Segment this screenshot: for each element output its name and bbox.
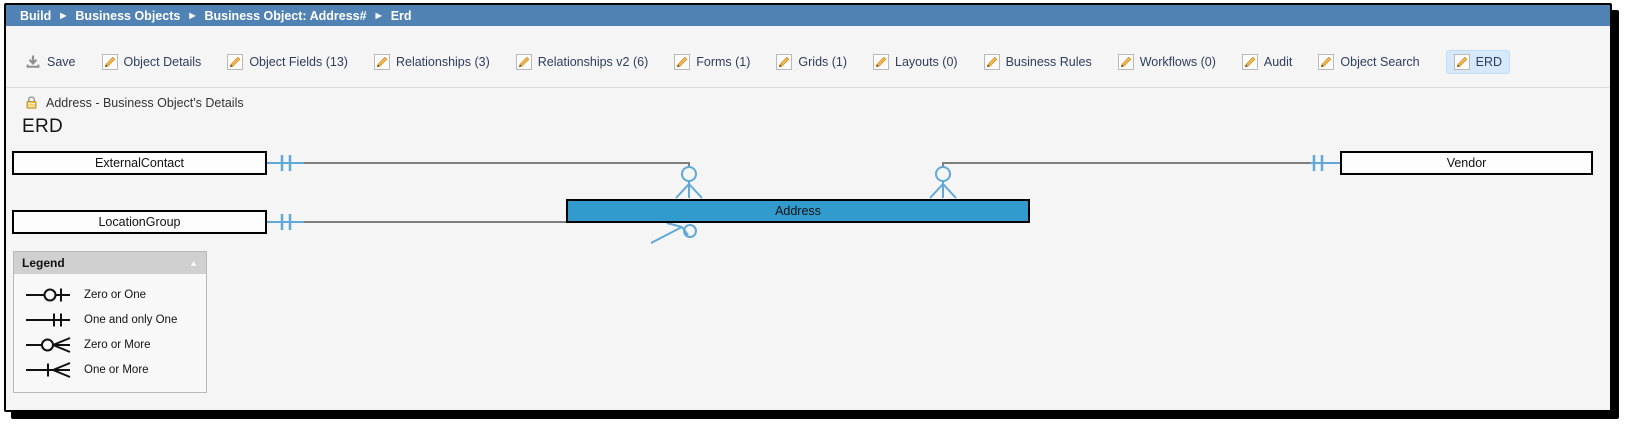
breadcrumb-item-erd[interactable]: Erd [390, 8, 412, 23]
audit-button[interactable]: Audit [1241, 54, 1293, 70]
toolbar-button-label: Object Search [1340, 55, 1420, 69]
breadcrumb-separator-icon: ▶ [189, 10, 196, 20]
toolbar-button-label: Workflows (0) [1139, 55, 1216, 69]
legend-item-zero-or-more: Zero or More [26, 332, 206, 357]
toolbar-divider [6, 87, 1610, 88]
one-or-more-symbol [26, 361, 71, 378]
object-fields-button[interactable]: Object Fields (13) [227, 54, 348, 70]
erd-button[interactable]: ERD [1445, 50, 1511, 74]
legend-label: One and only One [84, 313, 178, 326]
zero-or-one-symbol [26, 288, 70, 301]
zero-or-more-symbol [26, 336, 71, 353]
pencil-icon [983, 54, 1000, 70]
workflows-button[interactable]: Workflows (0) [1117, 54, 1216, 70]
forms-button[interactable]: Forms (1) [674, 54, 750, 70]
layouts-button[interactable]: Layouts (0) [873, 54, 958, 70]
toolbar-button-label: Business Rules [1005, 55, 1092, 69]
entity-externalcontact[interactable]: ExternalContact [12, 151, 267, 175]
grids-button[interactable]: Grids (1) [776, 54, 847, 70]
lock-icon [24, 95, 39, 110]
toolbar-button-label: Audit [1263, 55, 1293, 69]
entity-address[interactable]: Address [566, 199, 1030, 223]
subtitle-row: Address - Business Object's Details [24, 95, 1610, 110]
erd-diagram: ExternalContact Vendor LocationGroup Add… [6, 5, 1610, 410]
toolbar-button-label: Object Details [123, 55, 202, 69]
page-subtitle: Address - Business Object's Details [46, 95, 244, 110]
breadcrumb-item-business-objects[interactable]: Business Objects [75, 8, 181, 23]
business-rules-button[interactable]: Business Rules [983, 54, 1092, 70]
save-button[interactable]: Save [25, 54, 76, 70]
legend-body: Zero or One One and only One [14, 274, 206, 392]
toolbar: Save Object Details Object Fields (13) R… [6, 49, 1610, 75]
toolbar-button-label: Relationships (3) [395, 55, 490, 69]
page-title: ERD [22, 116, 64, 137]
entity-label: ExternalContact [95, 156, 184, 170]
entity-locationgroup[interactable]: LocationGroup [12, 210, 267, 234]
legend-label: One or More [84, 363, 149, 376]
pencil-icon [1318, 54, 1335, 70]
pencil-icon [373, 54, 390, 70]
breadcrumb: Build ▶ Business Objects ▶ Business Obje… [6, 5, 1610, 26]
pencil-icon [674, 54, 691, 70]
pencil-icon [873, 54, 890, 70]
toolbar-button-label: ERD [1475, 55, 1503, 69]
pencil-icon [1453, 54, 1470, 70]
pencil-icon [515, 54, 532, 70]
one-and-only-one-symbol [26, 313, 70, 326]
legend-panel: Legend ▲ Zero or One [13, 251, 207, 393]
object-search-button[interactable]: Object Search [1318, 54, 1420, 70]
toolbar-button-label: Layouts (0) [895, 55, 958, 69]
breadcrumb-item-build[interactable]: Build [20, 8, 52, 23]
legend-title: Legend [22, 256, 65, 270]
toolbar-button-label: Save [47, 55, 76, 69]
breadcrumb-separator-icon: ▶ [375, 10, 382, 20]
pencil-icon [776, 54, 793, 70]
pencil-icon [101, 54, 118, 70]
legend-label: Zero or More [84, 338, 151, 351]
toolbar-button-label: Grids (1) [798, 55, 848, 69]
pencil-icon [1241, 54, 1258, 70]
legend-label: Zero or One [84, 288, 146, 301]
object-details-button[interactable]: Object Details [101, 54, 202, 70]
toolbar-button-label: Object Fields (13) [249, 55, 348, 69]
legend-item-one-and-only-one: One and only One [26, 307, 206, 332]
breadcrumb-item-business-object-address[interactable]: Business Object: Address# [204, 8, 367, 23]
entity-vendor[interactable]: Vendor [1340, 151, 1593, 175]
breadcrumb-separator-icon: ▶ [60, 10, 67, 20]
pencil-icon [1117, 54, 1134, 70]
relationships-v2-button[interactable]: Relationships v2 (6) [515, 54, 649, 70]
entity-label: LocationGroup [98, 215, 181, 229]
entity-label: Vendor [1446, 156, 1487, 170]
relationships-button[interactable]: Relationships (3) [373, 54, 490, 70]
collapse-triangle-icon[interactable]: ▲ [189, 258, 198, 268]
legend-header[interactable]: Legend ▲ [14, 252, 206, 274]
toolbar-button-label: Forms (1) [696, 55, 751, 69]
toolbar-button-label: Relationships v2 (6) [537, 55, 649, 69]
legend-item-one-or-more: One or More [26, 357, 206, 382]
pencil-icon [227, 54, 244, 70]
app-window: Build ▶ Business Objects ▶ Business Obje… [4, 3, 1612, 412]
save-icon [25, 54, 41, 70]
entity-label: Address [775, 204, 821, 218]
legend-item-zero-or-one: Zero or One [26, 282, 206, 307]
